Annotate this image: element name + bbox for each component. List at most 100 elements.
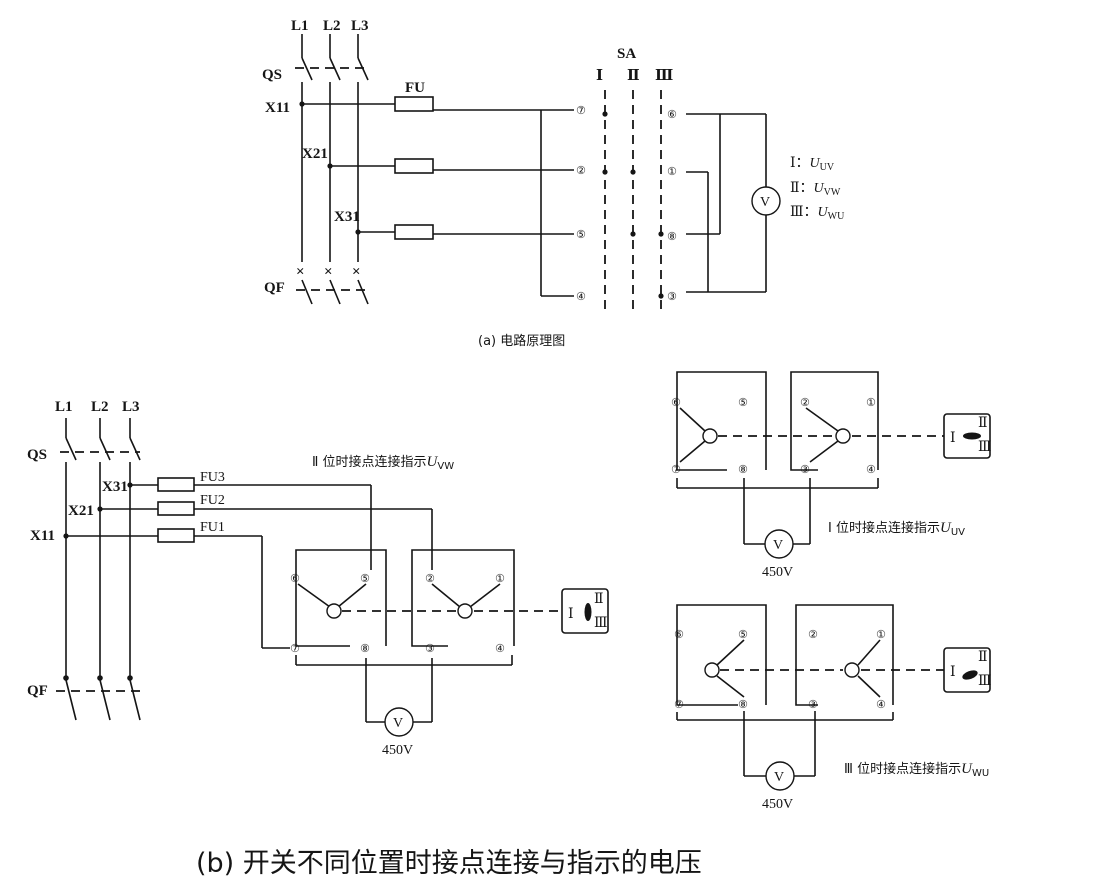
fuse-icon <box>157 528 195 543</box>
switch-terminal: ⑥ <box>290 572 300 585</box>
x21-label: X21 <box>302 146 328 162</box>
sa-terminal: ③ <box>667 290 677 303</box>
switch-terminal: ① <box>876 628 886 641</box>
switch-terminal: ② <box>800 396 810 409</box>
sa-terminal: ⑧ <box>667 230 677 243</box>
phase-label-l1: L1 <box>55 399 73 415</box>
qs-label: QS <box>262 67 282 83</box>
switch-terminal: ⑦ <box>671 463 681 476</box>
phase-label-l3: L3 <box>351 18 369 34</box>
switch-terminal: ④ <box>495 642 505 655</box>
svg-text:Ⅱ：UVW: Ⅱ：UVW <box>790 181 841 198</box>
knob-indicator-icon <box>561 588 609 634</box>
svg-text:Ⅲ: Ⅲ <box>594 616 608 631</box>
x21-label: X21 <box>68 503 94 519</box>
svg-text:Ⅱ: Ⅱ <box>978 650 988 665</box>
caption-a: (a) 电路原理图 <box>478 333 565 349</box>
voltage-rating: 450V <box>382 743 413 758</box>
voltmeter-label: V <box>773 538 783 553</box>
switch-terminal: ⑦ <box>290 642 300 655</box>
sa-terminal: ⑤ <box>576 228 586 241</box>
switch-terminal: ① <box>495 572 505 585</box>
sa-terminal: ⑥ <box>667 108 677 121</box>
rotor-contact <box>835 428 851 444</box>
switch-terminal: ④ <box>866 463 876 476</box>
sa-terminal: ④ <box>576 290 586 303</box>
svg-text:Ⅱ: Ⅱ <box>594 592 604 607</box>
x31-label: X31 <box>102 479 128 495</box>
position-iii-diagram: ⑥ ⑤ ② ① ⑦ ⑧ ③ ④ Ⅰ Ⅱ Ⅲ V 450V Ⅲ 位时接点连接指示U… <box>674 604 992 812</box>
rotor-contact <box>457 603 473 619</box>
switch-terminal: ⑤ <box>738 396 748 409</box>
voltmeter-icon <box>384 707 414 737</box>
svg-text:Ⅰ：UUV: Ⅰ：UUV <box>790 156 835 173</box>
svg-text:Ⅲ: Ⅲ <box>978 440 992 455</box>
fu1-label: FU1 <box>200 520 225 535</box>
switch-terminal: ② <box>425 572 435 585</box>
position-i-diagram: ⑥ ⑤ ② ① ⑦ ⑧ ③ ④ Ⅰ Ⅱ Ⅲ V 450V Ⅰ 位时接点连接指示U… <box>671 371 992 580</box>
switch-terminal: ③ <box>808 698 818 711</box>
fuse-icon <box>394 224 434 240</box>
qf-label: QF <box>27 683 48 699</box>
fuse-icon <box>394 96 434 112</box>
knob-indicator-icon <box>943 647 991 693</box>
voltmeter-icon <box>765 761 795 791</box>
phase-label-l2: L2 <box>91 399 109 415</box>
qf-label: QF <box>264 280 285 296</box>
switch-terminal: ⑥ <box>671 396 681 409</box>
voltage-rating: 450V <box>762 565 793 580</box>
svg-text:Ⅱ: Ⅱ <box>978 416 988 431</box>
fu-label: FU <box>405 80 425 96</box>
rotor-contact <box>326 603 342 619</box>
svg-text:Ⅰ: Ⅰ <box>950 665 956 680</box>
caption-b: (b) 开关不同位置时接点连接与指示的电压 <box>196 848 702 879</box>
voltmeter-icon <box>751 186 781 216</box>
svg-text:×: × <box>352 264 361 280</box>
pos-i-label: Ⅰ 位时接点连接指示 <box>828 520 940 536</box>
svg-text:Ⅰ: Ⅰ <box>568 607 574 622</box>
phase-label-l1: L1 <box>291 18 309 34</box>
fuse-icon <box>394 158 434 174</box>
switch-terminal: ③ <box>800 463 810 476</box>
svg-text:Ⅰ: Ⅰ <box>950 431 956 446</box>
switch-terminal: ④ <box>876 698 886 711</box>
sa-terminal: ① <box>667 165 677 178</box>
switch-terminal: ⑧ <box>360 642 370 655</box>
switch-terminal: ⑧ <box>738 698 748 711</box>
pos-ii-title: Ⅱ 位时接点连接指示 <box>312 454 427 470</box>
switch-terminal: ② <box>808 628 818 641</box>
svg-text:Ⅲ: Ⅲ <box>978 674 992 689</box>
switch-terminal: ① <box>866 396 876 409</box>
svg-text:×: × <box>324 264 333 280</box>
voltmeter-label: V <box>393 716 403 731</box>
switch-terminal: ⑧ <box>738 463 748 476</box>
voltmeter-icon <box>764 529 794 559</box>
sa-terminal: ⑦ <box>576 104 586 117</box>
x11-label: X11 <box>30 528 55 544</box>
part-a-schematic: L1 L2 L3 QS × × × QF X11 X21 X31 <box>262 18 845 349</box>
switch-terminal: ⑤ <box>360 572 370 585</box>
sa-label: SA <box>617 46 636 62</box>
fuse-icon <box>157 501 195 516</box>
fu2-label: FU2 <box>200 493 225 508</box>
switch-terminal: ⑤ <box>738 628 748 641</box>
rotor-contact <box>844 662 860 678</box>
pos-iii-label: Ⅲ 位时接点连接指示 <box>844 761 961 777</box>
svg-text:Ⅲ：UWU: Ⅲ：UWU <box>790 205 845 222</box>
sa-terminal: ② <box>576 164 586 177</box>
svg-text:Ⅱ 位时接点连接指示UVW: Ⅱ 位时接点连接指示UVW <box>312 454 454 472</box>
position-label-ii: Ⅱ <box>627 68 640 84</box>
svg-text:Ⅰ 位时接点连接指示UUV: Ⅰ 位时接点连接指示UUV <box>828 520 965 538</box>
switch-terminal: ③ <box>425 642 435 655</box>
knob-indicator-icon <box>943 413 991 459</box>
phase-label-l2: L2 <box>323 18 341 34</box>
fuse-icon <box>157 477 195 492</box>
rotor-contact <box>704 662 720 678</box>
rotor-contact <box>702 428 718 444</box>
part-b-wiring: L1 L2 L3 QS QF X11 X21 X31 <box>27 399 609 758</box>
fu3-label: FU3 <box>200 470 225 485</box>
switch-terminal: ⑥ <box>674 628 684 641</box>
voltage-rating: 450V <box>762 797 793 812</box>
x11-label: X11 <box>265 100 290 116</box>
